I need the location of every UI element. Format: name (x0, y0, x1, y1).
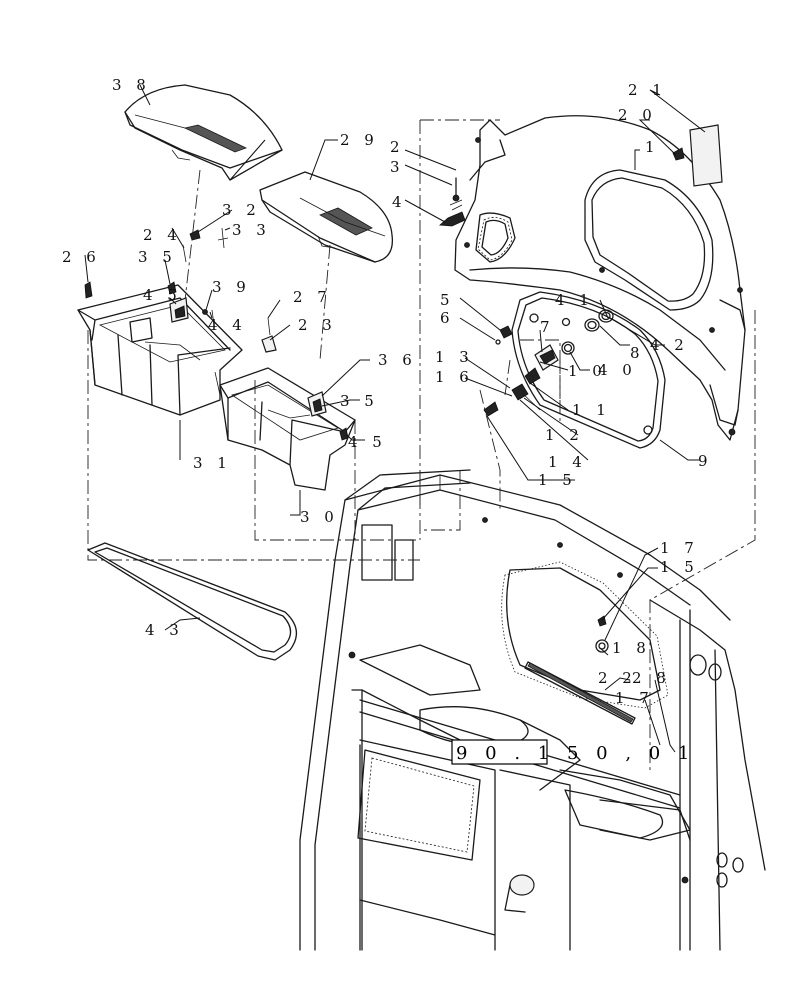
callout-16: 1 6 (435, 368, 474, 386)
callout-43: 4 3 (145, 621, 184, 639)
callout-12: 1 2 (545, 426, 584, 444)
callout-33: 3 3 (232, 221, 271, 239)
callout-36: 3 6 (378, 351, 417, 369)
reference-number: 9 0 . 1 5 0 , 0 1 (456, 743, 695, 764)
callout-14: 1 4 (548, 453, 587, 471)
callout-18: 1 8 (612, 639, 651, 657)
cab-frame (299, 469, 766, 951)
callout-20: 2 0 (618, 106, 657, 124)
callout-11: 1 1 (572, 401, 611, 419)
callout-35-right: 3 5 (340, 392, 379, 410)
callout-9: 9 (698, 452, 713, 470)
callout-45-right: 4 5 (348, 433, 387, 451)
callout-29: 2 9 (340, 131, 379, 149)
part-31-storage-box (77, 284, 243, 416)
part-30-storage-box (219, 367, 356, 491)
callout-38: 3 8 (112, 76, 151, 94)
callout-5: 5 (440, 291, 455, 309)
callout-13: 1 3 (435, 348, 474, 366)
part-43-gasket (87, 542, 297, 661)
part-29-lid (259, 171, 394, 263)
callout-6: 6 (440, 309, 455, 327)
callout-1: 1 (645, 138, 660, 156)
callout-44: 4 4 (208, 316, 247, 334)
callout-31: 3 1 (193, 454, 232, 472)
callout-41: 4 1 (555, 291, 594, 309)
callout-40: 4 0 (598, 361, 637, 379)
callout-4: 4 (392, 193, 407, 211)
callout-labels: 3 8 2 9 2 1 2 0 1 2 3 4 3 2 3 3 2 4 2 6 … (62, 76, 713, 707)
callout-15-top: 1 5 (538, 471, 577, 489)
callout-3: 3 (390, 158, 405, 176)
part-38-lid (124, 84, 283, 181)
callout-26: 2 6 (62, 248, 101, 266)
callout-22: 2 2 (598, 669, 637, 687)
callout-7: 7 (540, 318, 555, 336)
callout-15-bottom: 1 5 (660, 558, 699, 576)
callout-8: 8 (630, 344, 645, 362)
callout-17-top: 1 7 (660, 539, 699, 557)
part-1-trim-panel (454, 115, 746, 441)
callout-23: 2 3 (298, 316, 337, 334)
callout-42: 4 2 (650, 336, 689, 354)
reference-box: 9 0 . 1 5 0 , 0 1 (451, 739, 695, 765)
callout-45-left: 4 5 (143, 286, 182, 304)
callout-21: 2 1 (628, 81, 667, 99)
assembly-lines (87, 119, 756, 770)
callout-2: 2 (390, 138, 405, 156)
callout-10: 1 0 (568, 362, 607, 380)
callout-27: 2 7 (293, 288, 332, 306)
callout-35-left: 3 5 (138, 248, 177, 266)
leader-lines (84, 84, 706, 753)
callout-28: 2 8 (632, 669, 671, 687)
fasteners (84, 124, 723, 725)
callout-24: 2 4 (143, 226, 182, 244)
callout-39: 3 9 (212, 278, 251, 296)
callout-30: 3 0 (300, 508, 339, 526)
callout-32: 3 2 (222, 201, 261, 219)
callout-17-bottom: 1 7 (615, 689, 654, 707)
